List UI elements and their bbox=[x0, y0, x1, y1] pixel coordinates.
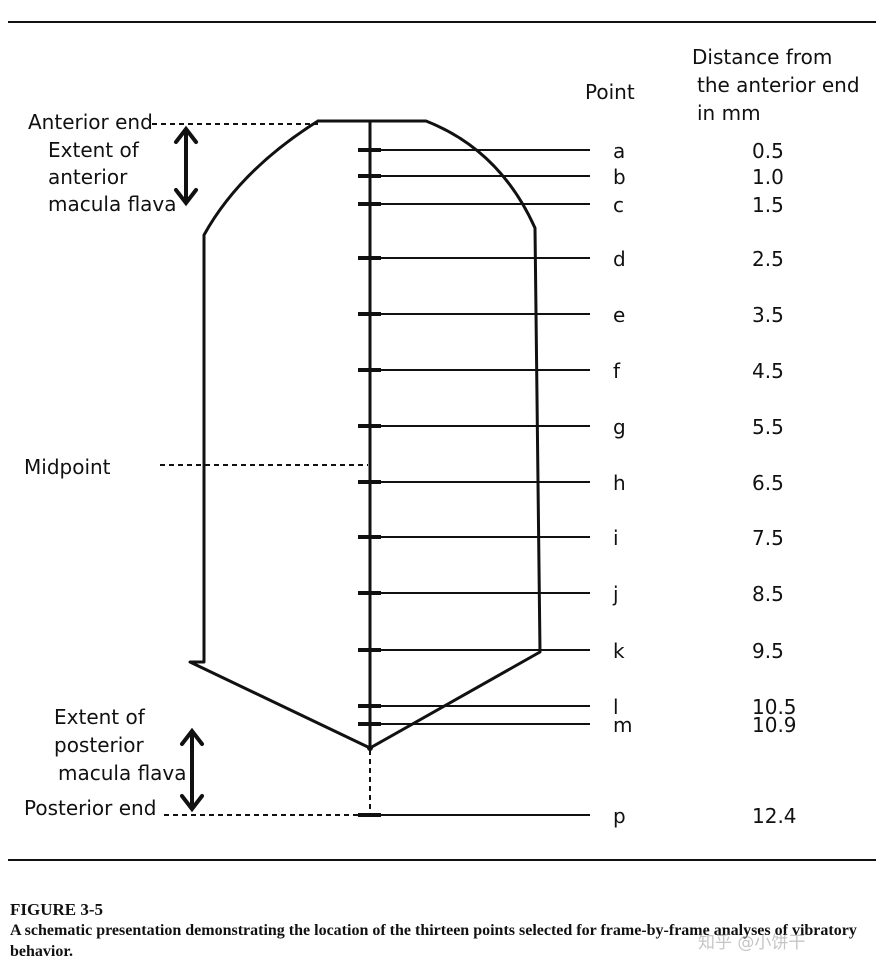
distance-header-line2: the anterior end bbox=[697, 73, 860, 97]
bottom-rule bbox=[8, 859, 876, 861]
point-label-l: l bbox=[613, 695, 619, 719]
figure-title: FIGURE 3-5 bbox=[10, 900, 104, 919]
distance-label-h: 6.5 bbox=[752, 471, 784, 495]
point-label-f: f bbox=[613, 359, 621, 383]
point-label-j: j bbox=[612, 582, 619, 606]
distance-label-m: 10.9 bbox=[752, 713, 797, 737]
distance-label-p: 12.4 bbox=[752, 804, 797, 828]
distance-label-a: 0.5 bbox=[752, 139, 784, 163]
point-labels: abc d e f g h i j k lm p bbox=[612, 139, 632, 828]
anterior-end-label: Anterior end bbox=[28, 110, 153, 134]
distance-labels: 0.51.0 1.5 2.5 3.5 4.5 5.5 6.5 7.5 8.5 9.5 10.510.… bbox=[752, 139, 797, 828]
posterior-node bbox=[367, 745, 373, 751]
distance-label-k: 9.5 bbox=[752, 639, 784, 663]
distance-label-g: 5.5 bbox=[752, 415, 784, 439]
distance-label-b: 1.0 bbox=[752, 165, 784, 189]
watermark: 知乎 @小饼干 bbox=[698, 933, 806, 953]
distance-label-c: 1.5 bbox=[752, 193, 784, 217]
extent-posterior-label-line2: posterior bbox=[54, 733, 145, 757]
point-ticks bbox=[358, 148, 381, 817]
figure-caption: A schematic presentation demonstrating t… bbox=[10, 922, 857, 960]
point-label-g: g bbox=[613, 415, 626, 439]
extent-anterior-label-line3: macula flava bbox=[48, 192, 177, 216]
anterior-extent-arrow bbox=[174, 125, 198, 207]
distance-label-j: 8.5 bbox=[752, 582, 784, 606]
extent-anterior-label-line1: Extent of bbox=[48, 138, 140, 162]
point-label-e: e bbox=[613, 303, 625, 327]
fold-outline bbox=[188, 119, 542, 750]
point-label-d: d bbox=[613, 247, 626, 271]
distance-header-line3: in mm bbox=[697, 101, 761, 125]
point-label-h: h bbox=[613, 471, 626, 495]
point-header: Point bbox=[585, 80, 635, 104]
midpoint-label: Midpoint bbox=[24, 455, 111, 479]
extent-posterior-label-line1: Extent of bbox=[54, 705, 146, 729]
point-label-m: m bbox=[613, 713, 632, 737]
top-rule bbox=[8, 21, 876, 23]
distance-label-l: 10.5 bbox=[752, 695, 797, 719]
distance-label-e: 3.5 bbox=[752, 303, 784, 327]
point-label-k: k bbox=[613, 639, 625, 663]
posterior-extent-arrow bbox=[180, 727, 204, 813]
point-label-a: a bbox=[613, 139, 625, 163]
extent-anterior-label-line2: anterior bbox=[48, 165, 128, 189]
point-label-i: i bbox=[613, 526, 619, 550]
point-label-b: b bbox=[613, 165, 626, 189]
distance-header-line1: Distance from bbox=[692, 45, 832, 69]
distance-label-i: 7.5 bbox=[752, 526, 784, 550]
extent-posterior-label-line3: macula flava bbox=[58, 761, 187, 785]
posterior-end-label: Posterior end bbox=[24, 796, 156, 820]
vocal-fold-diagram: Anterior end Extent of anterior macula f… bbox=[24, 45, 860, 828]
point-lines bbox=[370, 149, 590, 816]
distance-label-f: 4.5 bbox=[752, 359, 784, 383]
point-label-p: p bbox=[613, 804, 626, 828]
point-label-c: c bbox=[613, 193, 624, 217]
distance-label-d: 2.5 bbox=[752, 247, 784, 271]
